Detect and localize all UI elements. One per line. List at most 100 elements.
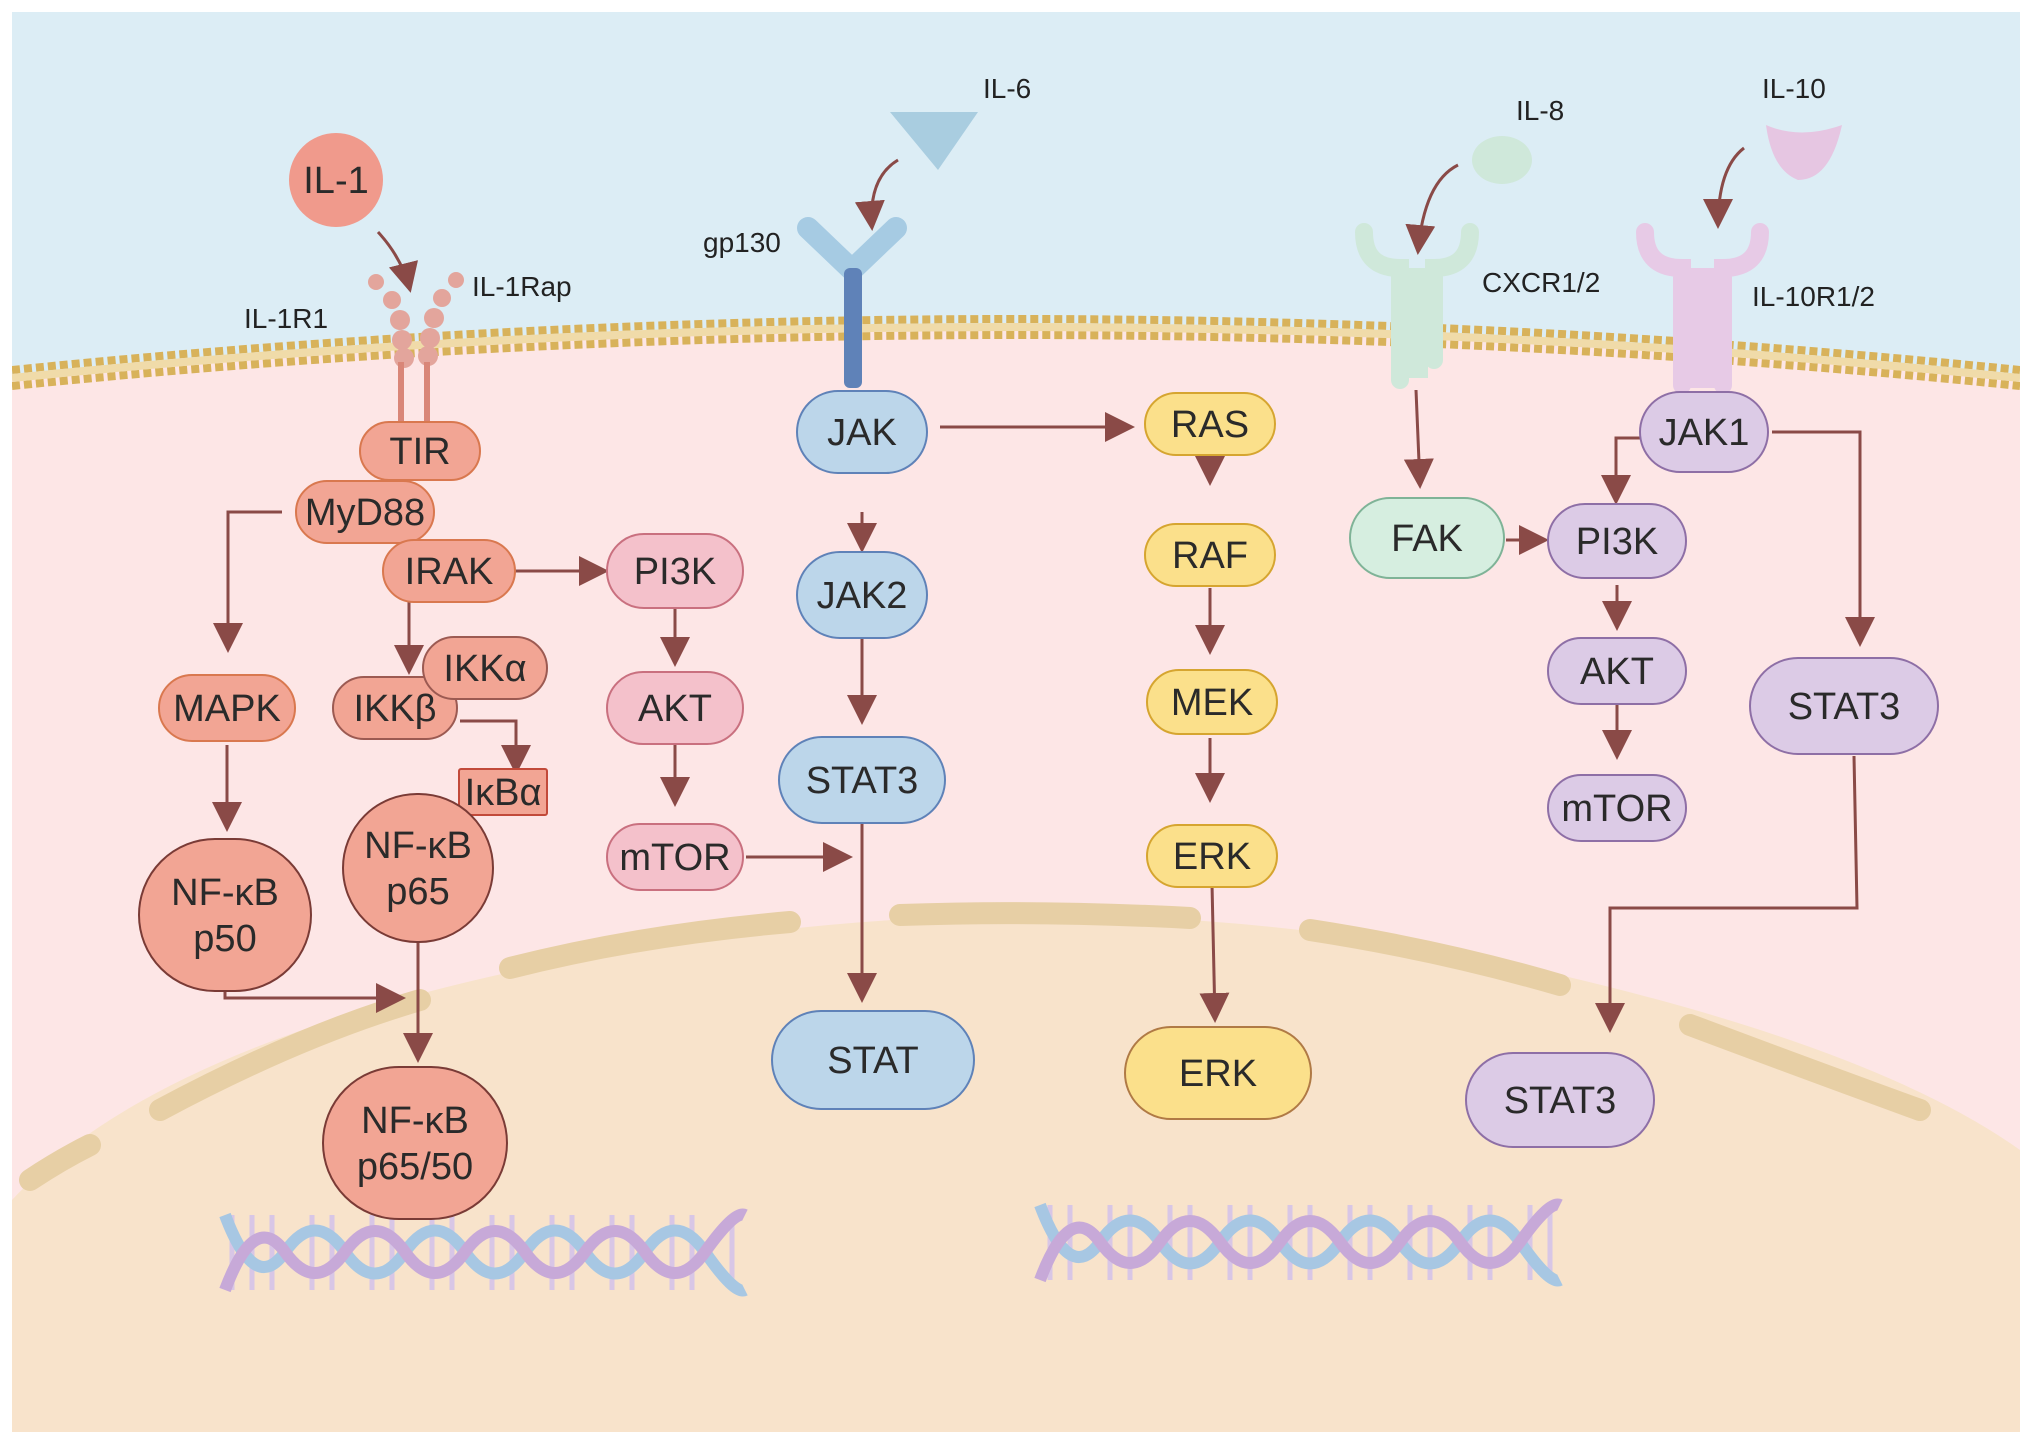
node-jak2-shape (796, 551, 928, 639)
node-pi3k-left: PI3K (606, 533, 744, 609)
node-ras-shape (1144, 392, 1276, 456)
nuclear-envelope (19, 902, 1931, 1191)
nucleus (12, 915, 2020, 1432)
il6-ligand (890, 112, 978, 170)
node-ras: RAS (1144, 392, 1276, 456)
node-akt-right: AKT (1547, 637, 1687, 705)
node-nfkb-p65-shape (342, 793, 494, 943)
node-erk1-shape (1146, 824, 1278, 888)
node-mtor-left-shape (606, 823, 744, 891)
node-jak2: JAK2 (796, 551, 928, 639)
background (12, 12, 2020, 1432)
node-erk2-shape (1124, 1026, 1312, 1120)
node-pi3k-left-label: PI3K (634, 551, 716, 593)
node-akt-right-shape (1547, 637, 1687, 705)
node-irak-shape (382, 539, 516, 603)
node-nfkb-p50-label: NF-κB (171, 872, 279, 914)
node-mapk-shape (158, 674, 296, 742)
node-nfkb-p50-shape (138, 838, 312, 992)
node-tir-label: TIR (389, 431, 450, 473)
node-ikka: IKKα (422, 636, 548, 700)
node-stat3-right: STAT3 (1749, 657, 1939, 755)
il10-receptor (1636, 223, 1769, 394)
node-myd88-label: MyD88 (305, 492, 425, 534)
node-raf: RAF (1144, 523, 1276, 587)
node-pi3k-left-shape (606, 533, 744, 609)
node-jak: JAK (796, 390, 928, 474)
il8-label: IL-8 (1516, 95, 1564, 126)
node-nfkb-p6550-label: p65/50 (357, 1146, 473, 1188)
node-erk2: ERK (1124, 1026, 1312, 1120)
node-stat3-nuc-shape (1465, 1052, 1655, 1148)
node-stat3-nuc: STAT3 (1465, 1052, 1655, 1148)
node-myd88: MyD88 (295, 480, 435, 544)
node-stat3-right-shape (1749, 657, 1939, 755)
node-pi3k-right: PI3K (1547, 503, 1687, 579)
node-mapk: MAPK (158, 674, 296, 742)
node-raf-label: RAF (1172, 535, 1248, 577)
node-raf-shape (1144, 523, 1276, 587)
node-jak1: JAK1 (1639, 391, 1769, 473)
il10-label: IL-10 (1762, 73, 1826, 104)
node-stat3-mid: STAT3 (778, 736, 946, 824)
node-nfkb-p6550-shape (322, 1066, 508, 1220)
node-ikba: IκBα (458, 768, 548, 816)
il8-ligand (1472, 136, 1532, 184)
node-ikka-label: IKKα (443, 648, 526, 690)
node-akt-right-label: AKT (1580, 651, 1654, 693)
node-jak1-shape (1639, 391, 1769, 473)
node-ikba-label: IκBα (465, 772, 542, 814)
node-erk1: ERK (1146, 824, 1278, 888)
il6-label: IL-6 (983, 73, 1031, 104)
node-akt-left: AKT (606, 671, 744, 745)
node-mek-label: MEK (1171, 682, 1253, 724)
node-stat3-mid-shape (778, 736, 946, 824)
node-erk1-label: ERK (1173, 836, 1251, 878)
node-nfkb-p65-label: NF-κB (364, 825, 472, 867)
node-pi3k-right-shape (1547, 503, 1687, 579)
il1-receptor (368, 272, 464, 424)
il1rap-label: IL-1Rap (472, 271, 572, 302)
node-fak-shape (1349, 497, 1505, 579)
cxcr-label: CXCR1/2 (1482, 267, 1600, 298)
node-stat3-mid-label: STAT3 (806, 760, 919, 802)
node-mtor-right: mTOR (1547, 774, 1687, 842)
node-ikka-shape (422, 636, 548, 700)
node-jak2-label: JAK2 (817, 575, 908, 617)
node-ras-label: RAS (1171, 404, 1249, 446)
node-mtor-right-label: mTOR (1561, 788, 1672, 830)
node-ikkb: IKKβ (332, 676, 458, 740)
node-tir-shape (359, 421, 481, 481)
node-stat-mid-label: STAT (827, 1040, 918, 1082)
node-mapk-label: MAPK (173, 688, 281, 730)
il1-label: IL-1 (303, 160, 368, 202)
il1-ligand (289, 133, 383, 227)
node-stat3-right-label: STAT3 (1788, 686, 1901, 728)
node-akt-left-label: AKT (638, 688, 712, 730)
gp130-label: gp130 (703, 227, 781, 258)
node-akt-left-shape (606, 671, 744, 745)
node-mek: MEK (1146, 669, 1278, 735)
il1r1-label: IL-1R1 (244, 303, 328, 334)
node-fak: FAK (1349, 497, 1505, 579)
node-tir: TIR (359, 421, 481, 481)
node-mtor-left-label: mTOR (619, 837, 730, 879)
dna-right (1034, 1198, 1563, 1287)
node-irak-label: IRAK (405, 551, 494, 593)
node-ikba-shape (458, 768, 548, 816)
node-erk2-label: ERK (1179, 1053, 1257, 1095)
node-jak-label: JAK (827, 412, 897, 454)
node-stat-mid-shape (771, 1010, 975, 1110)
node-myd88-shape (295, 480, 435, 544)
node-ikkb-label: IKKβ (353, 688, 436, 730)
node-mtor-right-shape (1547, 774, 1687, 842)
cxcr-receptor (1355, 223, 1479, 389)
node-pi3k-right-label: PI3K (1576, 521, 1658, 563)
node-stat-mid: STAT (771, 1010, 975, 1110)
il10r-label: IL-10R1/2 (1752, 281, 1875, 312)
